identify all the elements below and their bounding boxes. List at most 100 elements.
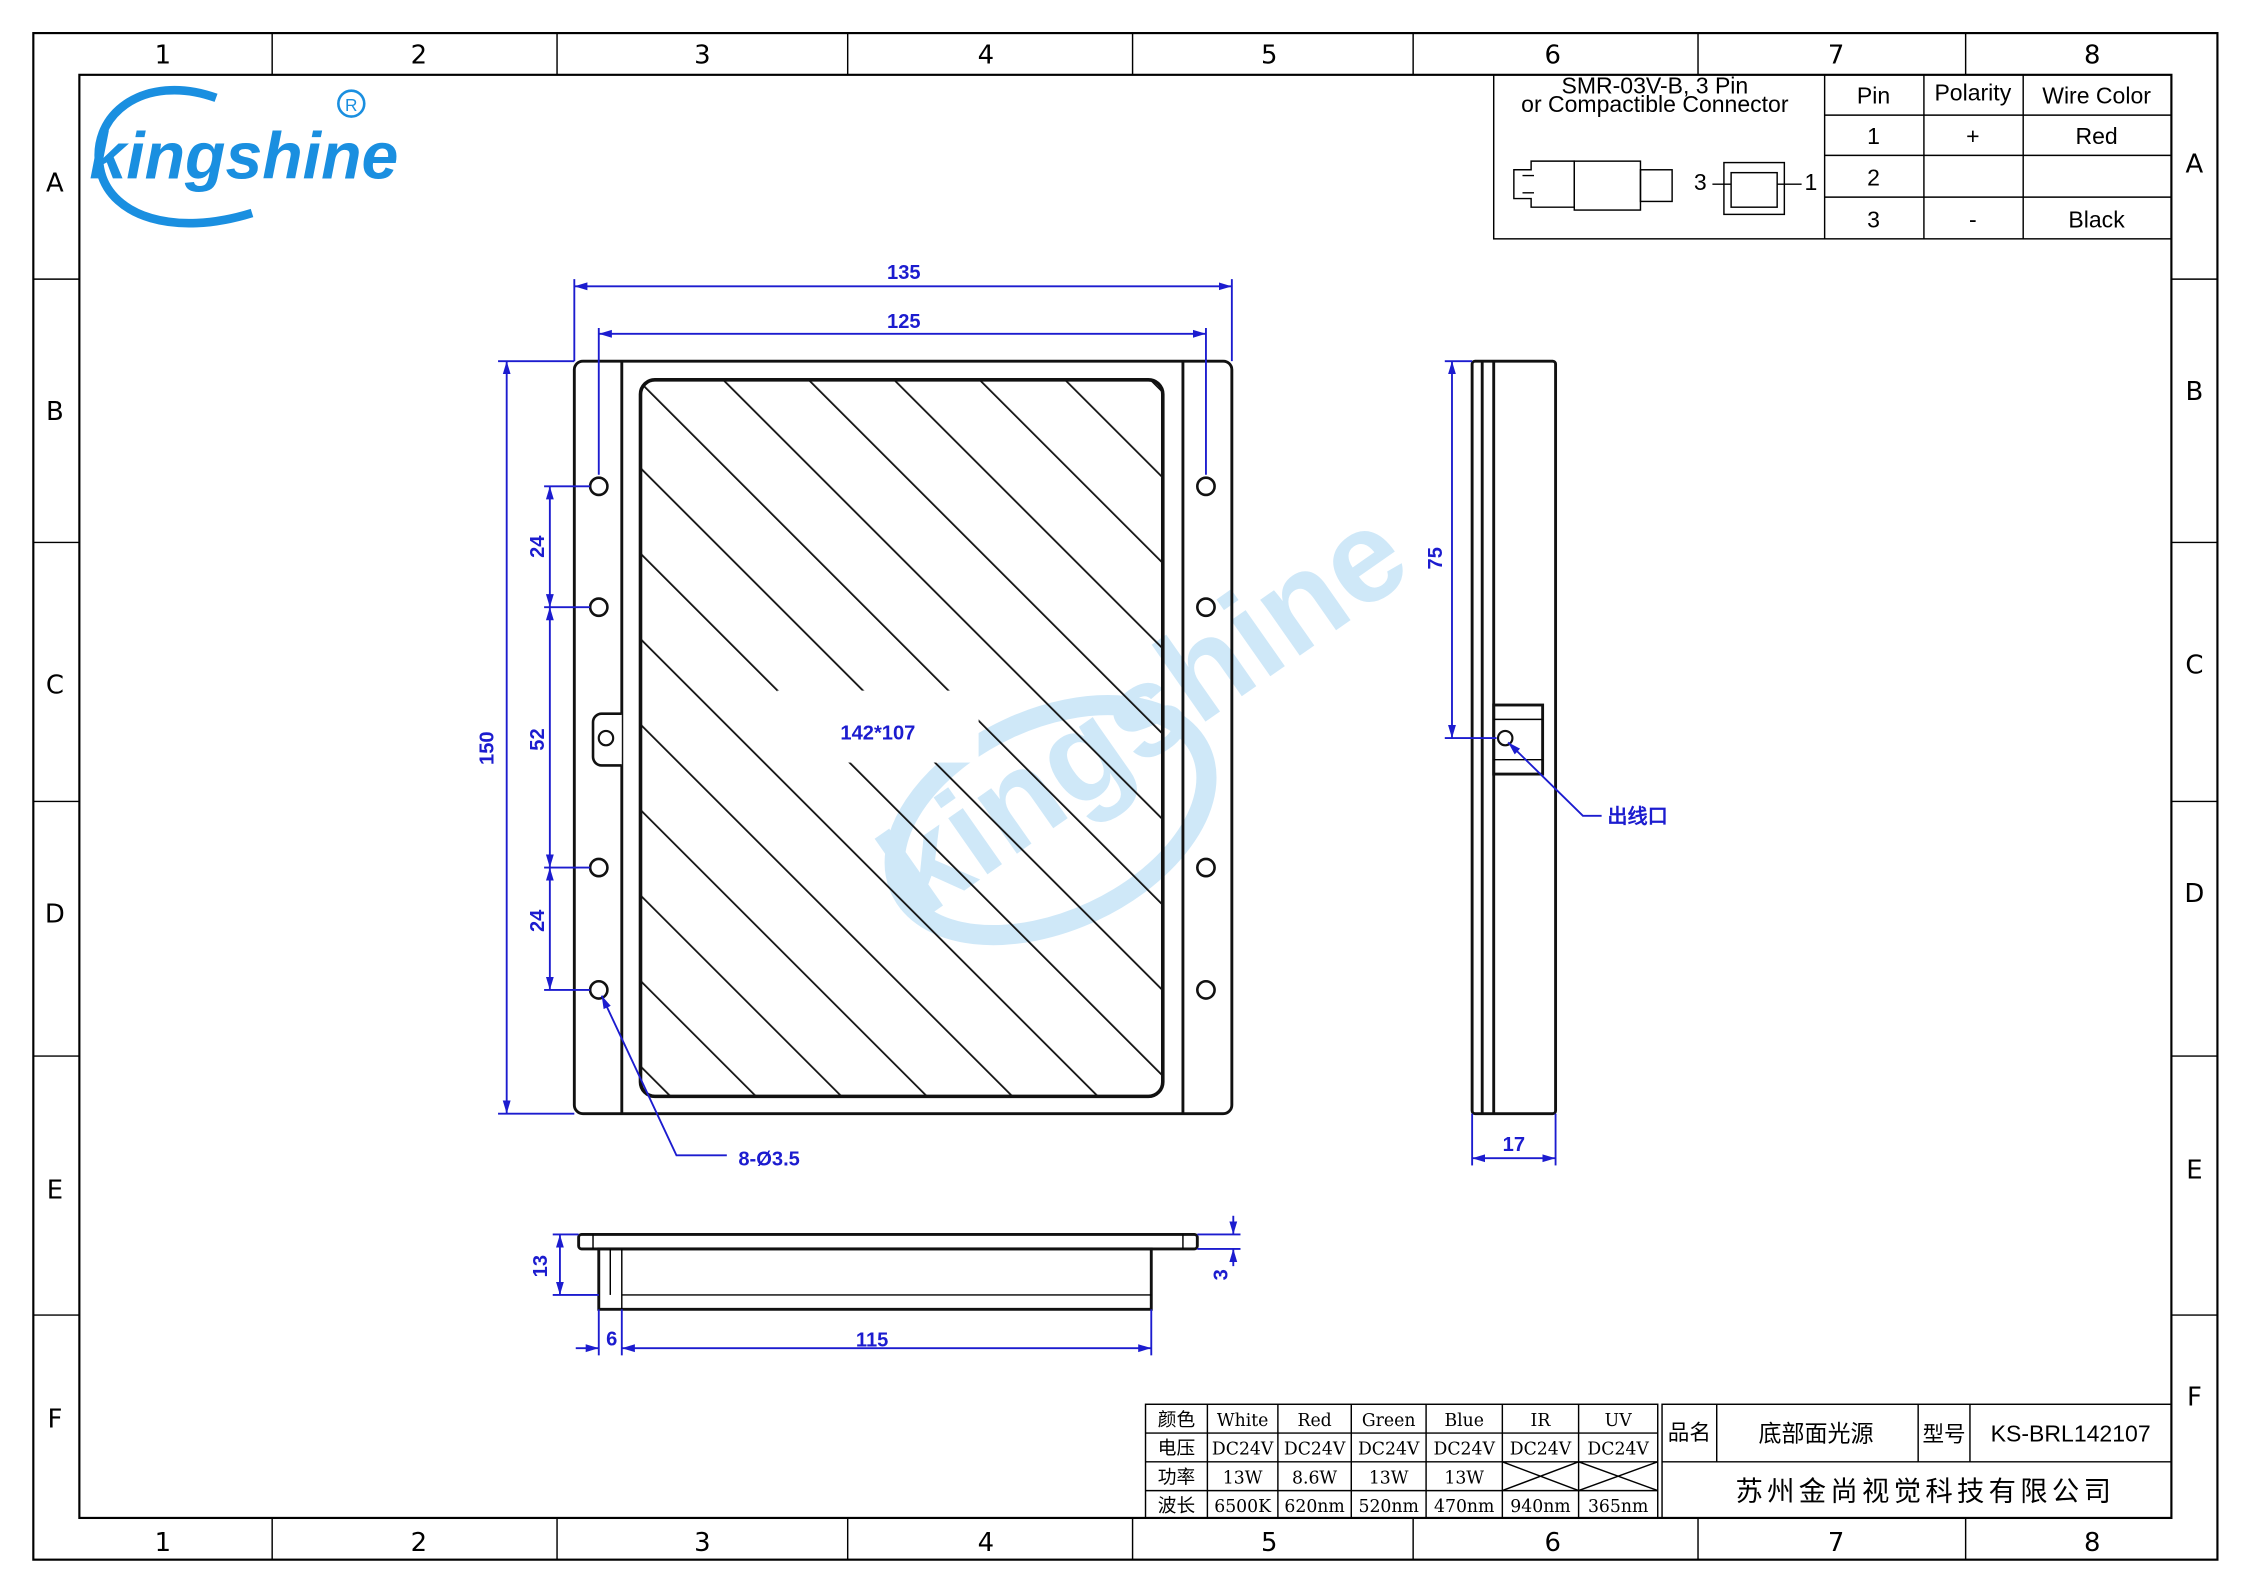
spec-cell: UV <box>1605 1411 1633 1431</box>
connector-pinout-table: SMR-03V-B, 3 Pin or Compactible Connecto… <box>1492 73 2173 240</box>
spec-cell: DC24V <box>1358 1440 1420 1460</box>
cable-outlet <box>591 712 622 767</box>
spec-cell: DC24V <box>1212 1440 1274 1460</box>
cell: Red <box>2075 123 2117 149</box>
not-applicable-cross <box>1578 1461 1658 1492</box>
spec-cell: Blue <box>1444 1411 1484 1431</box>
row-label: F <box>2187 1383 2202 1413</box>
row-label: D <box>2184 879 2204 909</box>
row-label: E <box>2186 1155 2202 1185</box>
spec-table: 颜色 White Red Green Blue IR UV 电压 DC24V DC24V DC24V… <box>1144 1403 1659 1519</box>
spec-cell: Red <box>1297 1411 1331 1431</box>
column-label: 8 <box>2084 40 2100 70</box>
connector-front-icon <box>1712 161 1802 216</box>
dim-hole-spacing: 24 <box>527 535 549 558</box>
header-polarity: Polarity <box>1934 80 2011 106</box>
spec-cell: IR <box>1531 1411 1552 1431</box>
column-label: 3 <box>694 1528 710 1558</box>
column-label: 1 <box>155 40 171 70</box>
model-label: 型号 <box>1922 1423 1965 1448</box>
bottom-view: 13 3 6 115 <box>530 1215 1241 1356</box>
not-applicable-cross <box>1502 1461 1579 1492</box>
spec-cell: DC24V <box>1433 1440 1495 1460</box>
spec-cell: 620nm <box>1284 1497 1344 1517</box>
column-label: 2 <box>411 40 427 70</box>
column-label: 5 <box>1261 40 1277 70</box>
dim-total-height: 13 <box>530 1255 552 1277</box>
svg-text:kingshine: kingshine <box>89 119 398 193</box>
column-label: 2 <box>411 1528 427 1558</box>
dim-width-outer: 135 <box>887 262 921 284</box>
dim-hole-spacing: 52 <box>527 728 549 750</box>
column-label: 7 <box>1828 1528 1844 1558</box>
spec-row-label: 波长 <box>1158 1496 1196 1517</box>
holes-callout: 8-Ø3.5 <box>738 1148 800 1170</box>
emitting-area-label: 142*107 <box>840 723 915 745</box>
model-number: KS-BRL142107 <box>1991 1421 2151 1447</box>
dim-offset: 6 <box>606 1328 617 1350</box>
cell: 3 <box>1867 206 1880 232</box>
spec-cell: 6500K <box>1214 1497 1272 1517</box>
spec-cell: 13W <box>1444 1468 1484 1488</box>
row-label: E <box>47 1176 63 1206</box>
column-label: 7 <box>1828 40 1844 70</box>
row-label: F <box>47 1404 62 1434</box>
product-name-label: 品名 <box>1668 1421 1711 1446</box>
connector-title: SMR-03V-B, 3 Pin <box>1561 73 1748 99</box>
spec-cell: White <box>1217 1411 1269 1431</box>
pin-label: 3 <box>1694 169 1707 195</box>
column-label: 6 <box>1544 1528 1560 1558</box>
dim-width-inner: 125 <box>887 311 921 333</box>
column-label: 5 <box>1261 1528 1277 1558</box>
row-label: B <box>2186 377 2204 407</box>
side-view: 75 17 出线口 <box>1425 359 1668 1166</box>
dim-thickness: 17 <box>1503 1134 1525 1156</box>
dim-outlet-height: 75 <box>1425 547 1447 569</box>
row-label: D <box>45 899 65 929</box>
spec-cell: 520nm <box>1358 1497 1418 1517</box>
spec-cell: Green <box>1362 1411 1416 1431</box>
product-name: 底部面光源 <box>1758 1422 1873 1448</box>
spec-row-label: 电压 <box>1158 1439 1195 1460</box>
row-label: C <box>46 671 64 701</box>
row-label: B <box>46 397 64 427</box>
cell: 1 <box>1867 123 1880 149</box>
spec-cell: 940nm <box>1510 1497 1570 1517</box>
column-label: 4 <box>978 1528 994 1558</box>
column-label: 6 <box>1544 40 1560 70</box>
dim-plate-thickness: 3 <box>1211 1269 1233 1280</box>
mounting-holes <box>588 476 1216 1000</box>
column-label: 8 <box>2084 1528 2100 1558</box>
dim-height: 150 <box>477 731 499 765</box>
spec-cell: DC24V <box>1587 1440 1649 1460</box>
spec-cell: 365nm <box>1588 1497 1648 1517</box>
spec-cell: 13W <box>1223 1468 1263 1488</box>
column-label: 3 <box>694 40 710 70</box>
connector-subtitle: or Compactible Connector <box>1521 91 1789 117</box>
header-wire-color: Wire Color <box>2042 83 2151 109</box>
row-label: A <box>46 168 64 198</box>
spec-row-label: 功率 <box>1158 1467 1195 1488</box>
company-name: 苏州金尚视觉科技有限公司 <box>1735 1477 2115 1508</box>
title-block: 品名 底部面光源 型号 KS-BRL142107 苏州金尚视觉科技有限公司 <box>1661 1403 2173 1519</box>
dim-hole-spacing: 24 <box>527 909 549 932</box>
spec-cell: DC24V <box>1284 1440 1346 1460</box>
cell: + <box>1966 123 1979 149</box>
header-pin: Pin <box>1857 83 1890 109</box>
cell: 2 <box>1867 165 1880 191</box>
front-view: 142*107 135 125 150 24 52 24 8-Ø3.5 <box>477 262 1234 1170</box>
dim-body-width: 115 <box>856 1330 888 1352</box>
cell: - <box>1969 206 1977 232</box>
connector-side-icon <box>1513 160 1673 211</box>
kingshine-logo: kingshine R <box>89 85 398 228</box>
cell: Black <box>2068 206 2125 232</box>
spec-cell: DC24V <box>1510 1440 1572 1460</box>
column-label: 4 <box>978 40 994 70</box>
drawing-frame: 1 2 3 4 5 6 7 8 1 2 3 4 5 6 7 8 A B C D … <box>32 32 2219 1561</box>
column-label: 1 <box>155 1528 171 1558</box>
svg-text:R: R <box>345 95 357 115</box>
spec-row-label: 颜色 <box>1158 1410 1195 1431</box>
row-label: A <box>2186 150 2204 180</box>
outlet-label: 出线口 <box>1607 804 1667 828</box>
